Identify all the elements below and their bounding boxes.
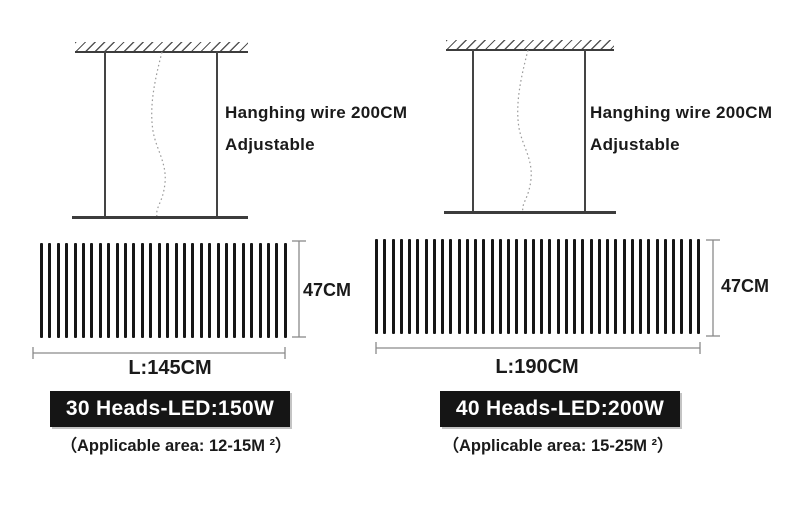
led-strip [191, 243, 195, 338]
led-strip [166, 243, 170, 338]
led-bars-row [40, 243, 287, 338]
led-strip [696, 239, 700, 334]
wire-note-line1: Hanghing wire 200CM [225, 103, 408, 122]
hanging-wire-right [216, 51, 218, 218]
led-strip [98, 243, 102, 338]
led-strip [474, 239, 477, 334]
hanging-wire-left [472, 49, 474, 213]
spec-badge: 40 Heads-LED:200W [440, 391, 680, 427]
led-strip [241, 243, 245, 338]
led-strip [432, 239, 436, 334]
led-strip [630, 239, 634, 334]
led-strip [258, 243, 262, 338]
hanging-wire-right [584, 49, 586, 213]
applicable-area-label: （Applicable area: 12-15M ²） [60, 437, 292, 455]
led-strip [82, 243, 86, 338]
wire-note-line1: Hanghing wire 200CM [590, 103, 773, 122]
length-label: L:190CM [495, 356, 579, 378]
wire-note-line2: Adjustable [590, 135, 680, 154]
led-strip [424, 239, 428, 334]
led-strip [40, 243, 43, 338]
length-label: L:145CM [128, 357, 212, 379]
led-strip [90, 243, 94, 338]
led-strip [589, 239, 593, 334]
led-strip [391, 239, 395, 334]
led-strip [672, 239, 675, 334]
wire-note-line2: Adjustable [225, 135, 315, 154]
adjustable-cable-curve [151, 51, 166, 218]
led-strip [124, 243, 128, 338]
adjustable-cable-curve [517, 49, 532, 213]
led-strip [48, 243, 52, 338]
led-strip [441, 239, 444, 334]
led-strip [523, 239, 527, 334]
led-strip [606, 239, 609, 334]
led-strip [149, 243, 153, 338]
applicable-area-label: （Applicable area: 15-25M ²） [442, 437, 674, 455]
led-strip [233, 243, 237, 338]
led-strip [465, 239, 469, 334]
led-strip [157, 243, 161, 338]
length-dimension-line [375, 342, 701, 354]
led-strip [73, 243, 77, 338]
height-dimension-line [706, 239, 720, 337]
led-strip [597, 239, 601, 334]
led-bars-row [375, 239, 700, 334]
led-strip [399, 239, 403, 334]
spec-badge: 30 Heads-LED:150W [50, 391, 290, 427]
led-strip [107, 243, 111, 338]
led-strip [490, 239, 494, 334]
led-strip [65, 243, 69, 338]
led-strip [680, 239, 684, 334]
led-strip [663, 239, 667, 334]
led-strip [556, 239, 560, 334]
led-strip [416, 239, 420, 334]
led-strip [531, 239, 535, 334]
led-strip [688, 239, 692, 334]
led-strip [482, 239, 486, 334]
led-strip [540, 239, 543, 334]
led-strip [174, 243, 178, 338]
height-dimension-line [292, 240, 306, 338]
led-strip [548, 239, 552, 334]
height-label: 47CM [721, 276, 770, 296]
led-strip [449, 239, 453, 334]
led-strip [655, 239, 659, 334]
led-strip [266, 243, 270, 338]
led-strip [208, 243, 212, 338]
hanging-wire-left [104, 51, 106, 218]
led-strip [115, 243, 119, 338]
fixture-canopy-bar [444, 211, 616, 214]
led-strip [614, 239, 618, 334]
led-strip [647, 239, 651, 334]
led-strip [639, 239, 642, 334]
led-strip [622, 239, 626, 334]
led-strip [224, 243, 228, 338]
led-strip [573, 239, 576, 334]
ceiling-mount-hatch [446, 40, 614, 51]
led-strip [132, 243, 136, 338]
led-strip [515, 239, 519, 334]
length-dimension-line [32, 347, 286, 359]
led-strip [408, 239, 411, 334]
led-strip [275, 243, 279, 338]
led-strip [199, 243, 203, 338]
led-strip [498, 239, 502, 334]
fixture-canopy-bar [72, 216, 248, 219]
led-strip [457, 239, 461, 334]
led-strip [375, 239, 378, 334]
led-strip [140, 243, 144, 338]
led-strip [216, 243, 220, 338]
led-strip [383, 239, 387, 334]
led-strip [250, 243, 254, 338]
led-strip [581, 239, 585, 334]
led-strip [564, 239, 568, 334]
led-strip [56, 243, 60, 338]
height-label: 47CM [303, 280, 352, 300]
led-strip [507, 239, 510, 334]
led-strip [283, 243, 287, 338]
led-strip [182, 243, 186, 338]
